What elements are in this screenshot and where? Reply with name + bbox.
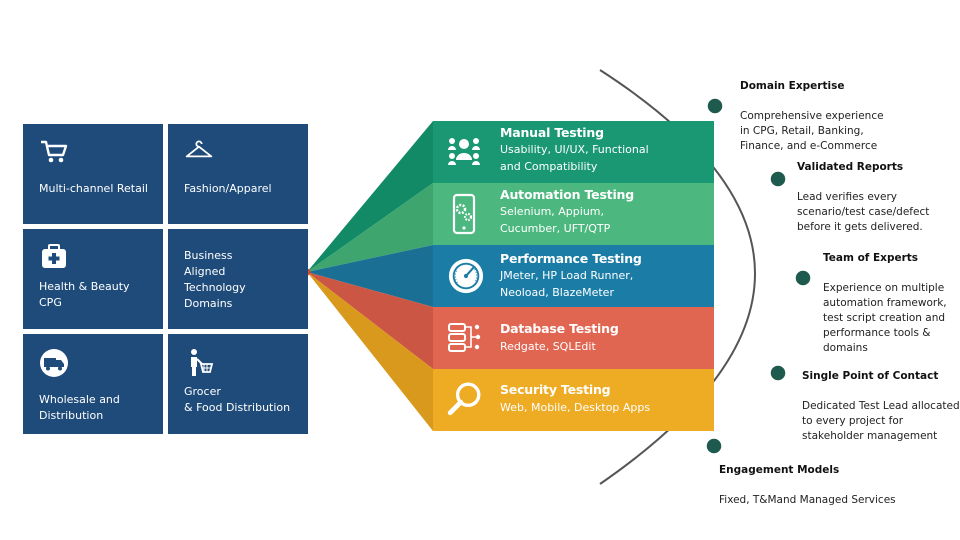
wedge-security [307, 272, 433, 431]
tile-label: Grocer & Food Distribution [184, 385, 291, 414]
benefit-title: Engagement Models [719, 464, 840, 476]
mobile-gears-icon [452, 193, 476, 235]
database-icon [448, 323, 481, 352]
benefit-engagement-models: Engagement Models Fixed, T&Mand Managed … [719, 448, 896, 508]
tile-label: Health & Beauty CPG [39, 280, 130, 309]
band-detail: Selenium, Appium, Cucumber, UFT/QTP [500, 205, 611, 235]
band-performance-testing: Performance Testing JMeter, HP Load Runn… [433, 245, 714, 307]
node-engagement-models [705, 437, 723, 455]
wedge-performance [307, 245, 433, 307]
magnifier-icon [447, 382, 481, 416]
tile-multichannel-retail: Multi-channel Retail [23, 124, 163, 224]
tile-wholesale-distribution: Wholesale and Distribution [23, 334, 163, 434]
tile-label: Multi-channel Retail [39, 182, 148, 195]
benefit-title: Team of Experts [823, 252, 919, 264]
benefit-text: Experience on multiple automation framew… [823, 282, 947, 354]
benefit-text: Fixed, T&Mand Managed Services [719, 494, 896, 506]
band-detail: JMeter, HP Load Runner, Neoload, BlazeMe… [500, 269, 634, 299]
wedge-manual [307, 121, 433, 272]
benefit-team-of-experts: Team of Experts Experience on multiple a… [823, 236, 947, 356]
team-people-icon [448, 138, 480, 165]
speedometer-icon [448, 258, 484, 294]
band-title: Manual Testing [500, 125, 604, 140]
node-domain-expertise [706, 97, 724, 115]
band-detail: Redgate, SQLEdit [500, 340, 596, 353]
band-title: Automation Testing [500, 187, 634, 202]
benefit-title: Domain Expertise [740, 80, 845, 92]
tile-label: Fashion/Apparel [184, 182, 272, 195]
tile-grocer-food: Grocer & Food Distribution [168, 334, 308, 434]
band-detail: Usability, UI/UX, Functional and Compati… [500, 143, 649, 173]
node-single-point [769, 364, 787, 382]
band-manual-testing: Manual Testing Usability, UI/UX, Functio… [433, 121, 714, 183]
band-title: Performance Testing [500, 251, 642, 266]
tile-fashion-apparel: Fashion/Apparel [168, 124, 308, 224]
benefit-single-point-of-contact: Single Point of Contact Dedicated Test L… [802, 354, 960, 444]
benefit-domain-expertise: Domain Expertise Comprehensive experienc… [740, 64, 884, 154]
band-title: Database Testing [500, 321, 619, 336]
hanger-icon [185, 140, 213, 158]
band-title: Security Testing [500, 382, 611, 397]
band-database-testing: Database Testing Redgate, SQLEdit [433, 307, 714, 369]
first-aid-kit-icon [42, 244, 66, 268]
benefit-text: Dedicated Test Lead allocated to every p… [802, 400, 960, 442]
band-automation-testing: Automation Testing Selenium, Appium, Cuc… [433, 183, 714, 245]
tile-label: Business Aligned Technology Domains [184, 249, 246, 310]
node-team-of-experts [794, 269, 812, 287]
band-detail: Web, Mobile, Desktop Apps [500, 401, 651, 414]
tile-business-domains: Business Aligned Technology Domains [168, 229, 308, 329]
benefit-title: Single Point of Contact [802, 370, 939, 382]
wedge-automation [307, 183, 433, 272]
node-validated-reports [769, 170, 787, 188]
tile-health-beauty: Health & Beauty CPG [23, 229, 163, 329]
delivery-truck-icon [40, 349, 68, 377]
benefit-text: Lead verifies every scenario/test case/d… [797, 191, 930, 233]
benefit-title: Validated Reports [797, 161, 904, 173]
tile-label: Wholesale and Distribution [39, 393, 120, 422]
shopping-cart-icon [41, 140, 68, 163]
benefit-validated-reports: Validated Reports Lead verifies every sc… [797, 145, 929, 235]
shopper-with-basket-icon [191, 349, 214, 376]
benefit-text: Comprehensive experience in CPG, Retail,… [740, 110, 884, 152]
band-security-testing: Security Testing Web, Mobile, Desktop Ap… [433, 369, 714, 431]
